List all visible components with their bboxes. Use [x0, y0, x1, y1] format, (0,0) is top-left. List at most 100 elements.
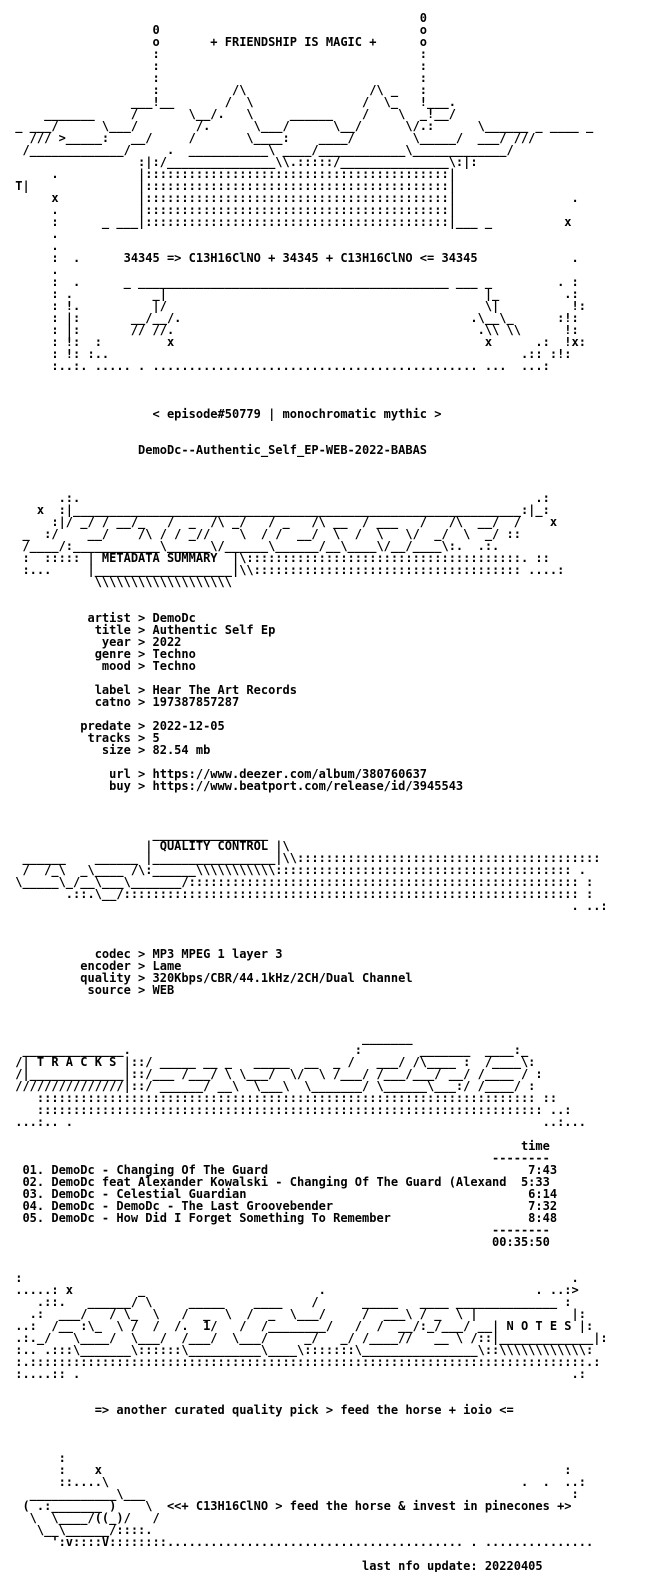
- nfo-line: . |:::::::::::::::::::::::::::::::::::::…: [8, 167, 456, 181]
- nfo-line: last nfo update: 20220405: [8, 1559, 543, 1572]
- nfo-line: / /_\ _\____ /\:______\\\\\\\\\\\:::::::…: [8, 863, 586, 877]
- nfo-line: => another curated quality pick > feed t…: [8, 1403, 514, 1417]
- nfo-line: T| |::::::::::::::::::::::::::::::::::::…: [8, 179, 456, 193]
- nfo-line: ...:.. . ..:...: [8, 1115, 586, 1129]
- nfo-line: : /\ /\ _ :: [8, 83, 428, 97]
- nfo-line: ______ ______ |_________________|\\:::::…: [8, 851, 601, 865]
- nfo-line: : . _ __________________________________…: [8, 275, 579, 289]
- nfo-line: [8, 420, 640, 432]
- nfo-line: ':v::::V::::::::........................…: [8, 1535, 594, 1549]
- nfo-line: | QUALITY CONTROL |\: [8, 839, 290, 853]
- nfo-line: 02. DemoDc feat Alexander Kowalski - Cha…: [8, 1175, 550, 1189]
- nfo-line: :: [8, 1451, 66, 1465]
- nfo-line: tracks > 5: [8, 731, 160, 745]
- nfo-line: encoder > Lame: [8, 959, 182, 973]
- nfo-line: :... |___________________|\\::::::::::::…: [8, 563, 565, 577]
- nfo-line: [8, 924, 640, 936]
- nfo-line: .:._/ \____/ \___/ /___/ \___/ _/ _/ /__…: [8, 1331, 608, 1345]
- nfo-line: : . _| |_ .:: [8, 287, 579, 301]
- nfo-line: ( .:_______ ) \ <<+ C13H16ClNO > feed th…: [8, 1499, 572, 1513]
- nfo-line: .::.\__/::::::::::::::::::::::::::::::::…: [8, 887, 594, 901]
- nfo-line: : . 34345 => C13H16ClNO + 34345 + C13H16…: [8, 251, 579, 265]
- nfo-line: : |: __/__/. .\__\_ :!:: [8, 311, 579, 325]
- nfo-line: /|_____________|::/___ /___/ \ \___/ \/ …: [8, 1067, 543, 1081]
- nfo-line: _______: [8, 1031, 413, 1045]
- nfo-line: .....: x _ . . ..:>: [8, 1283, 579, 1297]
- nfo-line: [8, 384, 640, 396]
- nfo-line: ///////////////|::/ ______/ __\ \___\ \_…: [8, 1079, 536, 1093]
- nfo-line: :....:: . .:: [8, 1367, 586, 1381]
- nfo-line: : !. |/ \| !:: [8, 299, 586, 313]
- nfo-line: .::. ______/ \ _____ ____ / _____ ____ _…: [8, 1295, 572, 1309]
- nfo-line: 04. DemoDc - DemoDc - The Last Grooveben…: [8, 1199, 558, 1213]
- nfo-line: ________________: [8, 827, 269, 841]
- nfo-line: : x :: [8, 1463, 572, 1477]
- nfo-line: . |:::::::::::::::::::::::::::::::::::::…: [8, 203, 456, 217]
- nfo-line: url > https://www.deezer.com/album/38076…: [8, 767, 428, 781]
- nfo-line: .: ___/ / \_ \ / _ \ / _ \___/ / ___\ / …: [8, 1307, 586, 1321]
- nfo-line: _ :/ __/ /\ / / _// \ / / __/ \ / \ \/ _…: [8, 527, 521, 541]
- nfo-line: ___!__ / \ / \_ !___.: [8, 95, 456, 109]
- nfo-line: : .: [8, 1271, 579, 1285]
- nfo-line: [8, 1440, 640, 1452]
- nfo-line: : :: [8, 71, 428, 85]
- nfo-line: /____/:____________\______\/______\_____…: [8, 539, 500, 553]
- nfo-line: [8, 1428, 640, 1440]
- nfo-line: < episode#50779 | monochromatic mythic >: [8, 407, 442, 421]
- nfo-line: --------: [8, 1151, 550, 1165]
- nfo-line: [8, 1248, 640, 1260]
- nfo-line: [8, 1416, 640, 1428]
- nfo-line: time: [8, 1139, 550, 1153]
- nfo-line: --------: [8, 1223, 550, 1237]
- nfo-line: o + FRIENDSHIP IS MAGIC + o: [8, 35, 428, 49]
- nfo-line: [8, 468, 640, 480]
- nfo-line: _ ___/ \___/ /. \___/ \__/ \/.: \______ …: [8, 119, 594, 133]
- nfo-line: .: [8, 239, 59, 253]
- nfo-line: : |: // //. .\\ \\ !:: [8, 323, 579, 337]
- nfo-line: : ::::: | METADATA SUMMARY |\:::::::::::…: [8, 551, 550, 565]
- nfo-line: 03. DemoDc - Celestial Guardian 6:14: [8, 1187, 558, 1201]
- nfo-line: /| T R A C K S |::/ _____ __ _ _____ __ …: [8, 1055, 536, 1069]
- nfo-line: \\\\\\\\\\\\\\\\\\\: [8, 575, 232, 589]
- nfo-line: .: [8, 263, 59, 277]
- nfo-line: [8, 912, 640, 924]
- nfo-line: [8, 996, 640, 1008]
- nfo-line: [8, 792, 640, 804]
- nfo-line: \__\______/::::.: [8, 1523, 153, 1537]
- nfo-line: catno > 197387857287: [8, 695, 240, 709]
- nfo-line: .:. .:: [8, 491, 550, 505]
- nfo-line: buy > https://www.beatport.com/release/i…: [8, 779, 464, 793]
- nfo-line: \_____\_/__\___\_______/::::::::::::::::…: [8, 875, 594, 889]
- nfo-line: x |:::::::::::::::::::::::::::::::::::::…: [8, 191, 579, 205]
- nfo-line: ______________. : _______ ____:_: [8, 1043, 529, 1057]
- nfo-line: /_____________/ . ___________\ ____/____…: [8, 143, 514, 157]
- nfo-line: :|/ _/ / __/_ / _ /\ _/ / _ /\ __ / ___ …: [8, 515, 558, 529]
- nfo-line: ____________\___ :: [8, 1487, 579, 1501]
- nfo-line: quality > 320Kbps/CBR/44.1kHz/2CH/Dual C…: [8, 971, 413, 985]
- nfo-line: 0 o: [8, 23, 428, 37]
- nfo-line: _______ / \__/. \ ______ / \ _!__/: [8, 107, 456, 121]
- nfo-line: year > 2022: [8, 635, 182, 649]
- nfo-line: :.::::::::::::::::::::::::::::::::::::::…: [8, 1355, 601, 1369]
- nfo-line: ..: /__ :\_ \ / / /. 1/ / /________/ / /…: [8, 1319, 594, 1333]
- nfo-line: 00:35:50: [8, 1235, 550, 1249]
- nfo-line: . ..:: [8, 899, 608, 913]
- nfo-line: : :: [8, 59, 428, 73]
- nfo-line: [8, 1008, 640, 1020]
- nfo-line: [8, 1380, 640, 1392]
- nfo-line: :.. .:::\_______\::::::\__________\____\…: [8, 1343, 594, 1357]
- nfo-line: source > WEB: [8, 983, 175, 997]
- nfo-line: genre > Techno: [8, 647, 196, 661]
- nfo-line: : !: : x x .: !x:: [8, 335, 586, 349]
- nfo-line: title > Authentic Self Ep: [8, 623, 276, 637]
- nfo-line: : _ ___|::::::::::::::::::::::::::::::::…: [8, 215, 572, 229]
- nfo-line: : :: [8, 47, 428, 61]
- nfo-line: x :|____________________________________…: [8, 503, 550, 517]
- nfo-line: :..:. ..... . ..........................…: [8, 359, 550, 373]
- nfo-line: ::::::::::::::::::::::::::::::::::::::::…: [8, 1091, 558, 1105]
- nfo-line: codec > MP3 MPEG 1 layer 3: [8, 947, 283, 961]
- nfo-line: .: [8, 227, 59, 241]
- nfo-line: predate > 2022-12-05: [8, 719, 225, 733]
- nfo-line: :|:/_______________\\.:::::/____________…: [8, 155, 478, 169]
- nfo-line: artist > DemoDc: [8, 611, 196, 625]
